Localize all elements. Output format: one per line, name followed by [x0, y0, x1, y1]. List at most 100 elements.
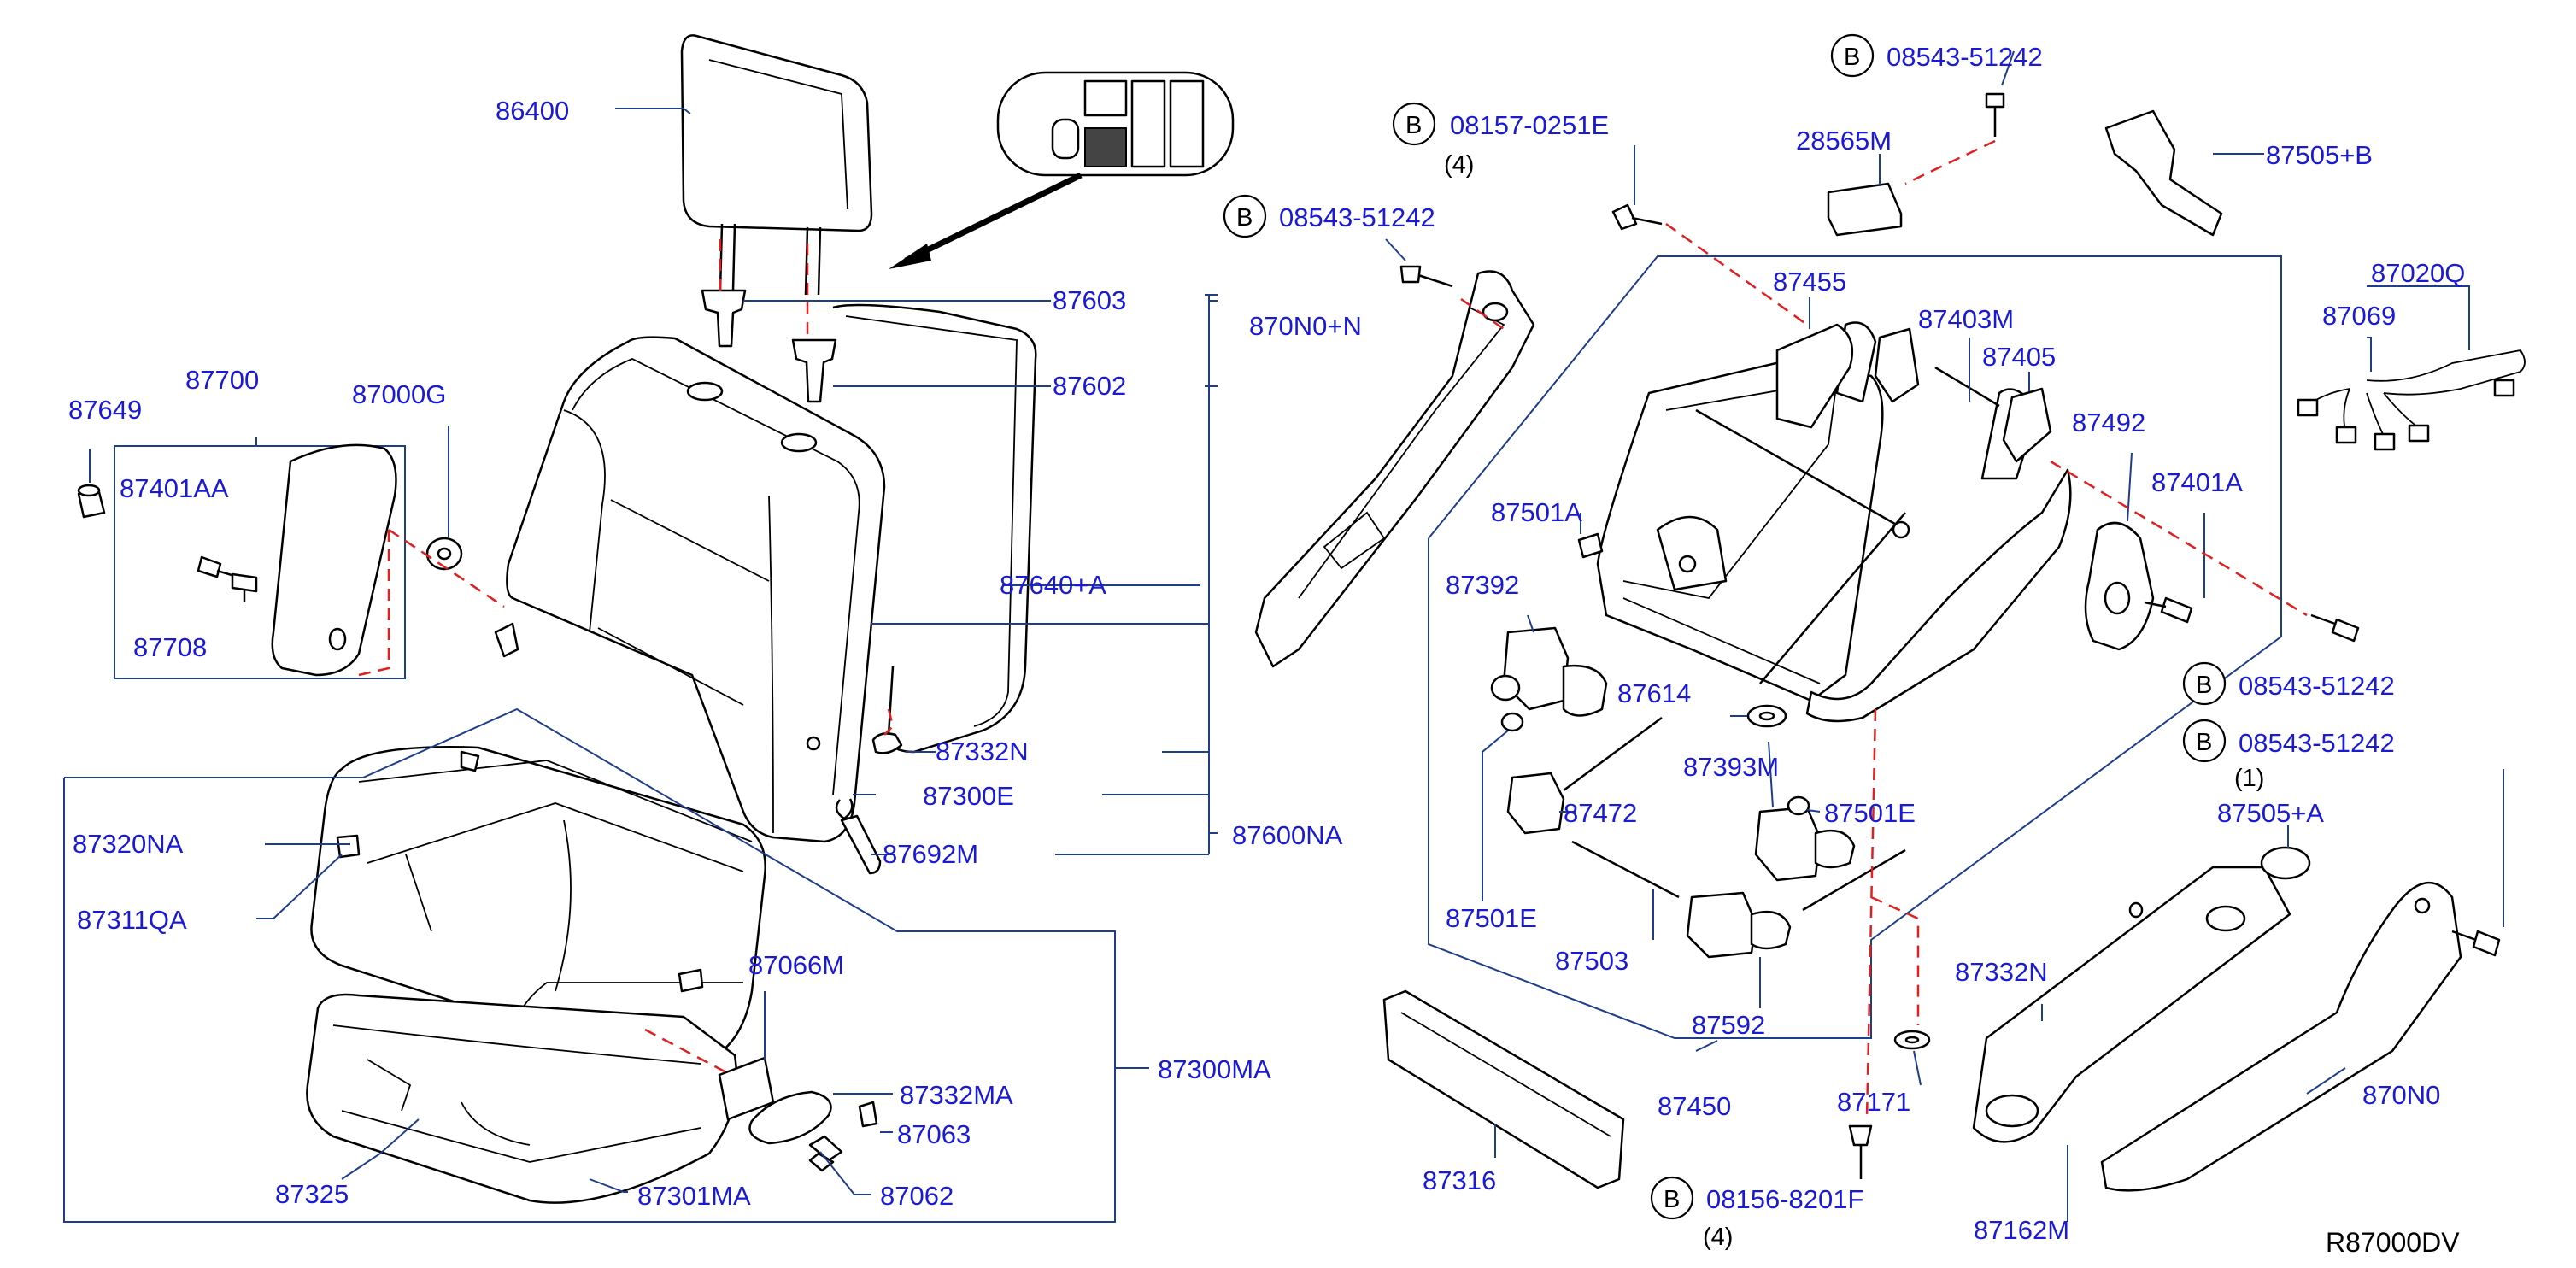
label-87000g: 87000G — [352, 379, 446, 409]
label-87069: 87069 — [2322, 301, 2396, 331]
cover-87505b — [2104, 109, 2223, 237]
washer-87614 — [1746, 704, 1787, 728]
label-87614: 87614 — [1617, 678, 1691, 708]
armrest-cap-87649 — [77, 484, 106, 519]
bolt-callout-08543-left: B 08543-51242 — [1223, 194, 1435, 238]
svg-text:08543-51242: 08543-51242 — [2239, 671, 2395, 701]
label-87403m: 87403M — [1918, 304, 2014, 334]
finisher-870n0 — [2100, 882, 2462, 1192]
label-87300e: 87300E — [923, 781, 1014, 811]
motor-87492 — [2084, 521, 2155, 651]
bolt-callout-08157: B 08157-0251E (4) — [1392, 102, 1609, 179]
label-87063: 87063 — [897, 1119, 971, 1149]
label-87320na: 87320NA — [73, 829, 184, 859]
washer-87501e-right — [1787, 795, 1810, 816]
rod-87405 — [1934, 366, 2000, 408]
finisher-87316 — [1382, 989, 1625, 1189]
seat-frame-87450 — [1596, 321, 2072, 723]
label-87401aa: 87401AA — [120, 473, 229, 503]
label-87455: 87455 — [1773, 267, 1846, 296]
seat-back-frame — [832, 303, 1037, 754]
bolt-callout-08543-right-a: B 08543-51242 — [2182, 661, 2395, 706]
label-87162m: 87162M — [1974, 1215, 2069, 1245]
label-87649: 87649 — [68, 395, 142, 425]
motor-87472 — [1506, 716, 1663, 835]
bolt-28565m — [1985, 92, 2005, 137]
bracket-87403m — [1874, 327, 1920, 403]
washer-87501e-left — [1500, 712, 1524, 732]
pictogram-arrow — [889, 172, 1083, 269]
label-87332n-right: 87332N — [1955, 957, 2048, 987]
label-87472: 87472 — [1564, 798, 1637, 828]
svg-text:B: B — [1236, 204, 1253, 232]
bolt-87401a — [2144, 596, 2193, 624]
seat-pictogram — [996, 71, 1235, 177]
label-87592: 87592 — [1692, 1010, 1765, 1040]
harness-87020q — [2297, 349, 2526, 451]
seat-cushion-pan — [306, 993, 738, 1204]
finisher-87162m — [1972, 866, 2291, 1143]
label-87020q: 87020Q — [2371, 258, 2465, 288]
label-87503: 87503 — [1555, 946, 1628, 976]
svg-text:B: B — [1664, 1186, 1680, 1213]
svg-text:B: B — [2196, 672, 2212, 699]
label-87392: 87392 — [1446, 570, 1519, 600]
label-87603: 87603 — [1053, 285, 1126, 315]
label-87300ma: 87300MA — [1158, 1054, 1271, 1084]
label-87600na: 87600NA — [1232, 820, 1343, 850]
label-87602: 87602 — [1053, 371, 1126, 401]
bolt-87501a — [1577, 532, 1604, 559]
label-87492: 87492 — [2072, 408, 2145, 437]
label-86400: 86400 — [496, 96, 569, 126]
label-87325: 87325 — [275, 1179, 349, 1209]
label-28565m: 28565M — [1796, 126, 1892, 156]
bracket-87405b — [2002, 387, 2052, 463]
side-bracket-87455 — [1775, 323, 1854, 429]
label-870n0: 870N0 — [2362, 1080, 2440, 1110]
svg-text:B: B — [1844, 44, 1860, 71]
label-87316: 87316 — [1423, 1165, 1496, 1195]
label-87692m: 87692M — [883, 839, 978, 869]
leader-lines — [63, 50, 2504, 1223]
headrest — [680, 34, 873, 296]
svg-text:(4): (4) — [1444, 151, 1474, 179]
svg-text:08543-51242: 08543-51242 — [2239, 728, 2395, 758]
bolt-87505a-side — [2451, 930, 2501, 957]
cap-87505a — [2260, 846, 2311, 880]
label-87501e-right: 87501E — [1824, 798, 1916, 828]
label-870n0n: 870N0+N — [1249, 311, 1362, 341]
label-87393m: 87393M — [1683, 752, 1779, 782]
label-87450: 87450 — [1658, 1091, 1731, 1121]
seat-back-cushion — [494, 336, 886, 843]
headrest-guides — [701, 289, 837, 403]
module-28565m — [1827, 182, 1903, 237]
rod-87503 — [1571, 840, 1906, 912]
armrest-bolt — [197, 555, 258, 602]
svg-text:(4): (4) — [1703, 1224, 1733, 1251]
motor-87592 — [1686, 891, 1792, 959]
label-87501a: 87501A — [1491, 497, 1582, 527]
clip-87332n — [871, 732, 903, 754]
bolt-callout-08156: B 08156-8201F (4) — [1650, 1176, 1863, 1251]
bolt-callout-08543-top: B 08543-51242 — [1830, 33, 2043, 78]
label-87171: 87171 — [1837, 1087, 1910, 1117]
bolt-08157 — [1611, 203, 1663, 231]
label-87505b: 87505+B — [2266, 140, 2373, 170]
armrest — [271, 443, 397, 677]
label-87311qa: 87311QA — [77, 905, 187, 935]
label-87405: 87405 — [1982, 342, 2056, 372]
label-87401a: 87401A — [2151, 467, 2243, 497]
armrest-group-box — [114, 445, 406, 679]
svg-text:(1): (1) — [2234, 765, 2264, 792]
label-87066m: 87066M — [748, 950, 844, 980]
motor-87393m — [1754, 806, 1856, 882]
label-87708: 87708 — [133, 632, 207, 662]
label-87301ma: 87301MA — [637, 1181, 751, 1211]
svg-text:B: B — [1405, 112, 1422, 139]
hook-87692m — [840, 814, 882, 875]
label-87501e-left: 87501E — [1446, 903, 1537, 933]
label-87332ma: 87332MA — [900, 1080, 1013, 1110]
label-87640a: 87640+A — [1000, 570, 1106, 600]
knob-87062 — [808, 1135, 843, 1172]
